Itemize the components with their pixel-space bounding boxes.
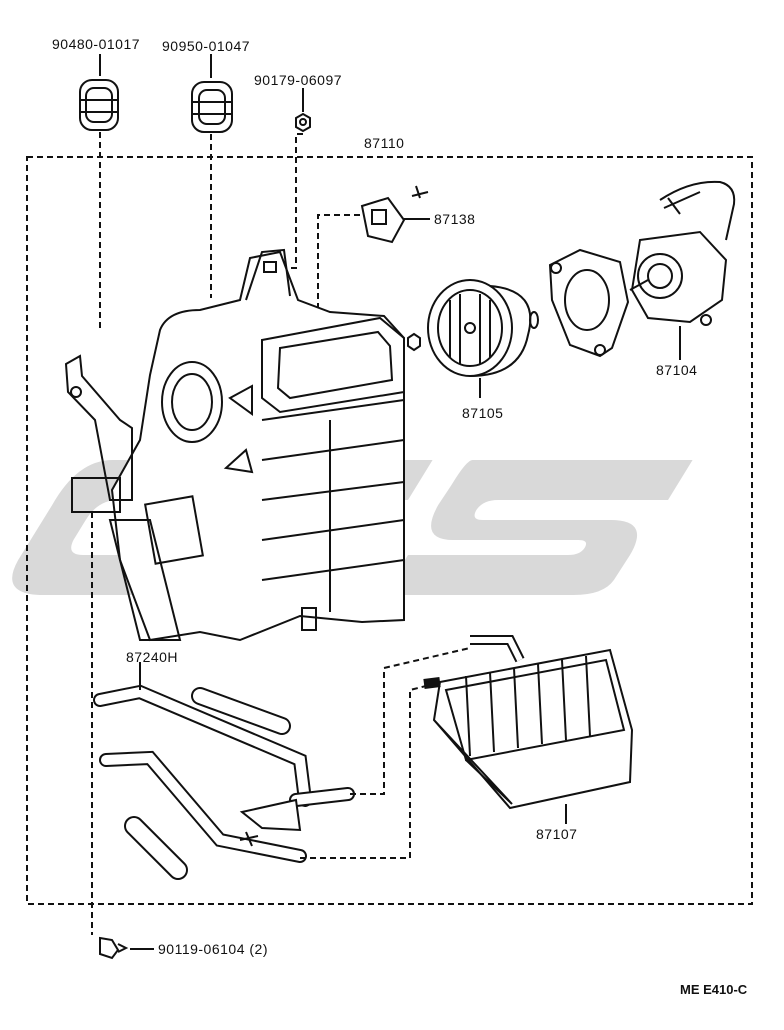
- screw-icon: [99, 936, 129, 960]
- part-label-90179-06097: 90179-06097: [254, 72, 343, 88]
- part-label-87107: 87107: [536, 826, 578, 842]
- assembly-frame: [26, 156, 753, 905]
- part-label-90480-01017: 90480-01017: [52, 36, 141, 52]
- nut-icon: [295, 112, 311, 133]
- heater-core-icon: [423, 635, 634, 810]
- part-label-87138: 87138: [434, 211, 476, 227]
- part-label-87105: 87105: [462, 405, 504, 421]
- grommet-icon: [79, 79, 119, 131]
- grommet-icon: [191, 81, 233, 133]
- part-label-90950-01047: 90950-01047: [162, 38, 251, 54]
- blower-fan-icon: [427, 279, 532, 377]
- blower-motor-icon: [629, 180, 736, 326]
- part-label-90119-06104: 90119-06104 (2): [158, 941, 268, 957]
- part-label-87110: 87110: [364, 135, 405, 151]
- heater-hose-icon: [93, 684, 355, 880]
- diagram-code: ME E410-C: [680, 982, 748, 997]
- part-label-87104: 87104: [656, 362, 698, 378]
- part-label-87240h: 87240H: [126, 649, 179, 665]
- resistor-icon: [360, 185, 429, 244]
- motor-plate: [548, 248, 630, 358]
- heater-unit-housing: [64, 248, 405, 642]
